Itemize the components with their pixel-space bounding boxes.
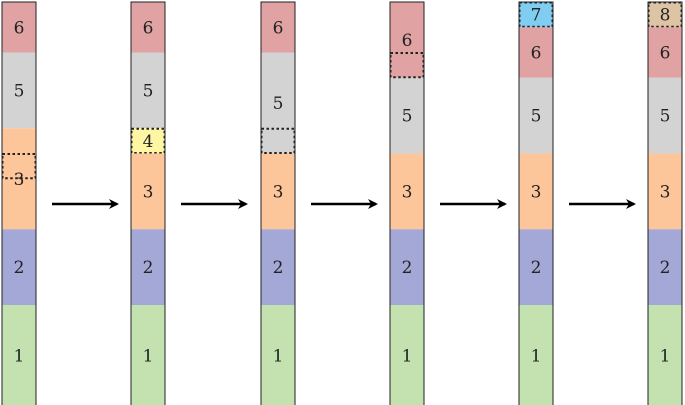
block-2 xyxy=(131,229,165,305)
free-slot-outline xyxy=(1,153,37,180)
stack-stage-5: 7 6 5 3 2 1 xyxy=(518,1,554,405)
block-label: 2 xyxy=(402,258,413,278)
block-label: 4 xyxy=(143,132,154,152)
free-slot-outline xyxy=(389,52,425,79)
block-label: 1 xyxy=(660,347,671,367)
block-label: 2 xyxy=(660,258,671,278)
block-1 xyxy=(2,305,36,405)
block-5 xyxy=(390,77,424,154)
block-5 xyxy=(648,77,682,154)
block-8 xyxy=(648,2,682,28)
stack-stage-6: 8 6 5 3 2 1 xyxy=(647,1,683,405)
block-5 xyxy=(2,52,36,129)
block-2 xyxy=(2,229,36,305)
block-3 xyxy=(519,153,553,230)
block-1 xyxy=(519,305,553,405)
block-label: 7 xyxy=(531,6,542,26)
block-6 xyxy=(390,2,424,78)
block-2 xyxy=(390,229,424,305)
block-label: 3 xyxy=(402,182,413,202)
block-1 xyxy=(261,305,295,405)
block-3 xyxy=(648,153,682,230)
block-label: 2 xyxy=(14,258,25,278)
block-label: 2 xyxy=(273,258,284,278)
block-label: 1 xyxy=(14,347,25,367)
block-label: 5 xyxy=(660,107,671,127)
block-label: 2 xyxy=(531,258,542,278)
block-6 xyxy=(519,27,553,78)
block-6 xyxy=(131,2,165,53)
block-2 xyxy=(648,229,682,305)
column-border xyxy=(1,1,37,405)
column-border xyxy=(647,1,683,405)
stack-stage-1: 6 5 3 2 1 xyxy=(1,1,37,405)
block-label: 6 xyxy=(143,18,154,38)
block-5 xyxy=(519,77,553,154)
block-3 xyxy=(131,153,165,230)
column-border xyxy=(130,1,166,405)
block-label: 1 xyxy=(531,347,542,367)
column-border xyxy=(518,1,554,405)
block-label: 6 xyxy=(660,44,671,64)
block-3 xyxy=(261,153,295,230)
block-label: 6 xyxy=(402,31,413,51)
column-border xyxy=(389,1,425,405)
block-label: 6 xyxy=(531,44,542,64)
free-slot-outline xyxy=(260,127,296,154)
block-label: 6 xyxy=(14,18,25,38)
block-label: 3 xyxy=(143,182,154,202)
block-1 xyxy=(131,305,165,405)
block-label: 5 xyxy=(14,81,25,101)
block-label: 1 xyxy=(273,347,284,367)
block-2 xyxy=(261,229,295,305)
block-6 xyxy=(2,2,36,53)
block-label: 6 xyxy=(273,18,284,38)
block-label: 2 xyxy=(143,258,154,278)
block-5 xyxy=(261,52,295,154)
stack-stage-4: 6 5 3 2 1 xyxy=(389,1,425,405)
block-label: 5 xyxy=(273,94,284,114)
block-label: 1 xyxy=(402,347,413,367)
stack-stage-2: 6 5 4 3 2 1 xyxy=(130,1,166,405)
stack-stage-3: 6 5 3 2 1 xyxy=(260,1,296,405)
block-7 xyxy=(519,2,553,28)
block-label: 3 xyxy=(14,170,25,190)
block-4 xyxy=(131,128,165,154)
column-border xyxy=(260,1,296,405)
block-label: 8 xyxy=(660,6,671,26)
block-6 xyxy=(648,27,682,78)
block-label: 5 xyxy=(531,107,542,127)
block-2 xyxy=(519,229,553,305)
block-1 xyxy=(648,305,682,405)
block-6 xyxy=(261,2,295,53)
block-5 xyxy=(131,52,165,129)
block-label: 1 xyxy=(143,347,154,367)
block-label: 3 xyxy=(531,182,542,202)
block-1 xyxy=(390,305,424,405)
block-label: 5 xyxy=(143,81,154,101)
block-label: 5 xyxy=(402,107,413,127)
block-label: 3 xyxy=(660,182,671,202)
block-label: 3 xyxy=(273,182,284,202)
block-3 xyxy=(390,153,424,230)
